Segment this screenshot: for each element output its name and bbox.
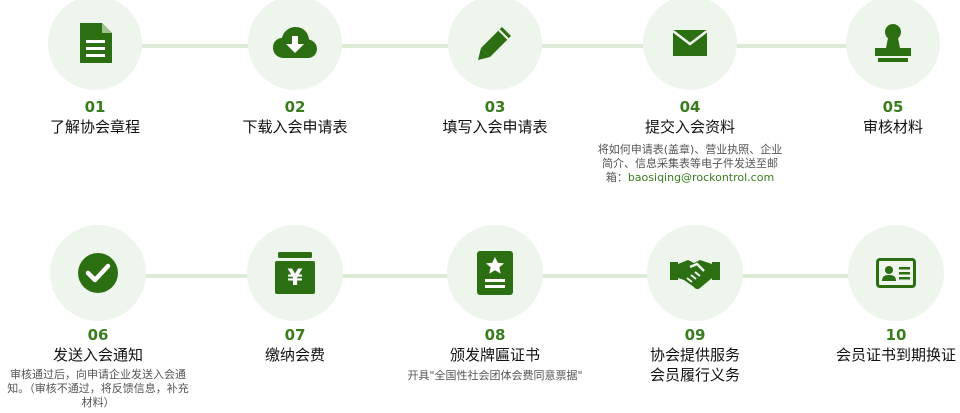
step-number: 02: [284, 98, 306, 116]
step-number: 03: [484, 98, 506, 116]
certificate-plaque-icon: [477, 251, 513, 295]
step-description: 将如何申请表(盖章)、营业执照、企业简介、信息采集表等电子件发送至邮箱：baos…: [595, 143, 785, 185]
step-number: 07: [284, 326, 306, 344]
step-title: 提交入会资料: [644, 118, 735, 136]
step-03: 03 填写入会申请表: [400, 0, 590, 137]
pencil-icon: [477, 25, 513, 61]
step-number: 04: [679, 98, 701, 116]
step-10: 10 会员证书到期换证: [801, 225, 960, 365]
step-number: 01: [84, 98, 106, 116]
step-title: 颁发牌匾证书: [449, 346, 540, 364]
step-07: ¥ 07 缴纳会费: [200, 225, 390, 365]
step-number: 09: [684, 326, 706, 344]
step-title: 审核材料: [862, 118, 923, 136]
step-icon-circle: [647, 225, 743, 321]
step-description: 开具"全国性社会团体会费同意票据": [407, 369, 583, 382]
step-icon-circle: [447, 225, 543, 321]
step-number: 08: [484, 326, 506, 344]
step-title: 填写入会申请表: [442, 118, 548, 136]
step-icon-circle: [50, 225, 146, 321]
id-card-icon: [876, 258, 916, 288]
handshake-icon: [670, 256, 720, 290]
step-number: 05: [882, 98, 904, 116]
step-icon-circle: [643, 0, 737, 90]
step-09: 09 协会提供服务 会员履行义务: [600, 225, 790, 385]
step-05: 05 审核材料: [798, 0, 960, 137]
process-row-1: 01 了解协会章程 02 下载入会申请表: [0, 0, 960, 185]
step-08: 08 颁发牌匾证书 开具"全国性社会团体会费同意票据": [400, 225, 590, 383]
step-icon-circle: [846, 0, 940, 90]
envelope-icon: [673, 30, 707, 56]
step-icon-circle: [448, 0, 542, 90]
document-icon: [78, 23, 112, 63]
yen-wallet-icon: ¥: [275, 252, 315, 294]
step-06: 06 发送入会通知 审核通过后，向申请企业发送入会通知。（审核不通过，将反馈信息…: [2, 225, 194, 410]
step-title: 了解协会章程: [49, 118, 140, 136]
step-04: 04 提交入会资料 将如何申请表(盖章)、营业执照、企业简介、信息采集表等电子件…: [595, 0, 785, 185]
contact-email[interactable]: baosiqing@rockontrol.com: [627, 171, 775, 184]
step-title-line-2: 会员履行义务: [649, 366, 740, 384]
step-icon-circle: ¥: [247, 225, 343, 321]
step-description: 审核通过后，向申请企业发送入会通知。（审核不通过，将反馈信息，补充材料）: [7, 368, 189, 409]
step-title: 发送入会通知: [52, 346, 143, 364]
step-number: 06: [87, 326, 109, 344]
step-icon-circle: [48, 0, 142, 90]
step-title: 缴纳会费: [264, 346, 325, 364]
step-title: 协会提供服务: [649, 346, 740, 364]
svg-text:¥: ¥: [287, 266, 303, 291]
check-circle-icon: [78, 253, 118, 293]
cloud-download-icon: [273, 27, 317, 59]
step-title: 会员证书到期换证: [835, 346, 956, 364]
step-01: 01 了解协会章程: [0, 0, 190, 137]
step-number: 10: [885, 326, 907, 344]
stamp-icon: [873, 24, 913, 62]
process-row-2: 06 发送入会通知 审核通过后，向申请企业发送入会通知。（审核不通过，将反馈信息…: [0, 225, 960, 413]
step-title: 下载入会申请表: [242, 118, 348, 136]
step-02: 02 下载入会申请表: [200, 0, 390, 137]
step-icon-circle: [848, 225, 944, 321]
step-icon-circle: [248, 0, 342, 90]
step-description-text: 将如何申请表(盖章)、营业执照、企业简介、信息采集表等电子件发送至邮箱：: [597, 143, 783, 184]
